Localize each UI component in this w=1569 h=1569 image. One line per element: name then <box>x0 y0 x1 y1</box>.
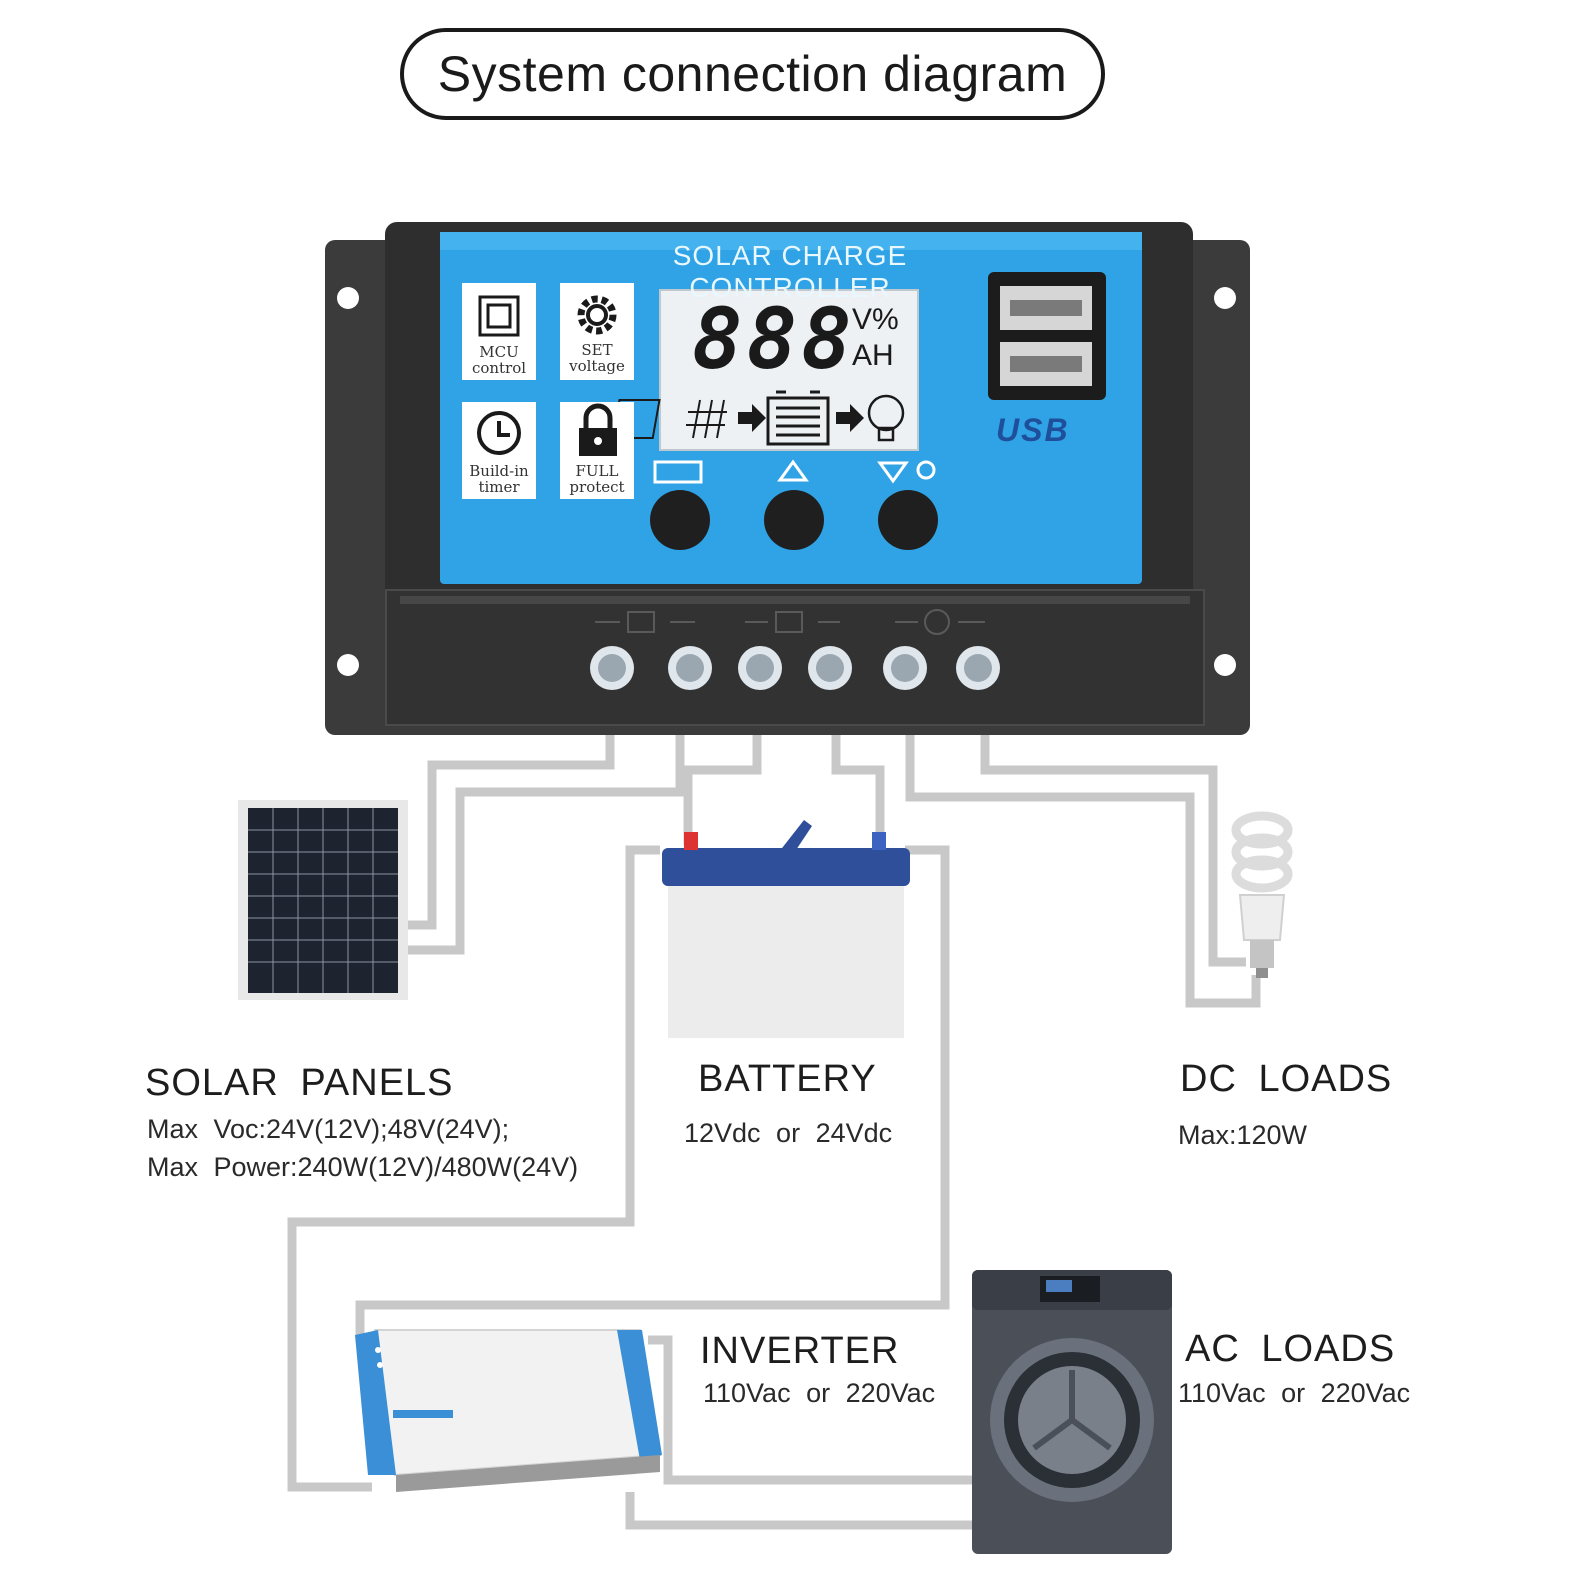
tile-mcu-label: MCU control <box>471 343 527 377</box>
ac-loads-label: AC LOADS <box>1185 1328 1396 1370</box>
tile-set-label: SET voltage <box>569 341 625 375</box>
up-button <box>764 490 824 550</box>
charge-controller <box>325 222 1250 735</box>
solar-panels-power: Max Power:240W(12V)/480W(24V) <box>147 1152 579 1182</box>
lcd-solar-icon <box>611 399 727 439</box>
inverter-label: INVERTER <box>700 1330 900 1372</box>
up-arrow-icon <box>777 459 809 482</box>
solar-panel-image <box>238 800 408 1000</box>
wire-battery-negative <box>831 735 885 845</box>
down-button <box>878 490 938 550</box>
inverter-image <box>355 1329 662 1492</box>
usb-label: USB <box>996 412 1070 448</box>
lcd-unit-bottom: AH <box>852 339 894 372</box>
lcd-bulb-icon <box>867 394 905 442</box>
lcd-arrow-icon-2 <box>836 404 864 432</box>
lcd-arrow-icon <box>738 404 766 432</box>
solar-panels-voc: Max Voc:24V(12V);48V(24V); <box>147 1114 510 1144</box>
lcd-units: V% AH <box>852 302 899 374</box>
dc-loads-label: DC LOADS <box>1180 1058 1393 1100</box>
battery-voltage: 12Vdc or 24Vdc <box>684 1118 893 1148</box>
tile-timer <box>462 402 536 499</box>
wire-inverter-positive <box>287 845 660 1492</box>
menu-button <box>650 490 710 550</box>
lcd-battery-icon <box>766 390 830 446</box>
wire-battery-positive <box>683 735 762 845</box>
lcd-unit-top: V% <box>852 303 899 336</box>
controller-title: SOLAR CHARGE CONTROLLER <box>672 240 908 303</box>
ac-loads-voltage: 110Vac or 220Vac <box>1178 1378 1411 1408</box>
diagram-title: System connection diagram <box>400 28 1105 120</box>
dc-loads-max: Max:120W <box>1178 1120 1308 1150</box>
tile-mcu <box>462 283 536 380</box>
wire-dc-positive <box>905 735 1261 1008</box>
lcd-digits: 888 <box>692 290 856 388</box>
battery-image <box>662 820 910 1038</box>
lock-icon <box>579 403 617 456</box>
battery-label: BATTERY <box>698 1058 877 1100</box>
tile-protect-label: FULL protect <box>569 462 625 496</box>
wire-solar-positive <box>405 735 615 930</box>
chip-icon <box>478 295 520 337</box>
inverter-voltage: 110Vac or 220Vac <box>703 1378 936 1408</box>
clock-icon <box>477 411 521 455</box>
solar-panels-label: SOLAR PANELS <box>145 1062 454 1104</box>
menu-icon <box>653 460 703 484</box>
terminal-markings <box>595 609 985 635</box>
wire-ac-2 <box>625 1492 975 1530</box>
bulb-image <box>1231 811 1293 978</box>
terminal-screws <box>590 646 1000 690</box>
gear-icon <box>577 295 617 335</box>
wire-solar-negative <box>405 735 685 955</box>
wire-inverter-negative <box>355 845 950 1340</box>
load-icon <box>916 460 936 480</box>
down-arrow-icon <box>877 461 909 484</box>
wire-dc-negative <box>980 735 1246 967</box>
wire-ac-1 <box>648 1335 975 1485</box>
washing-machine-image <box>972 1270 1172 1554</box>
tile-timer-label: Build-in timer <box>469 462 529 496</box>
